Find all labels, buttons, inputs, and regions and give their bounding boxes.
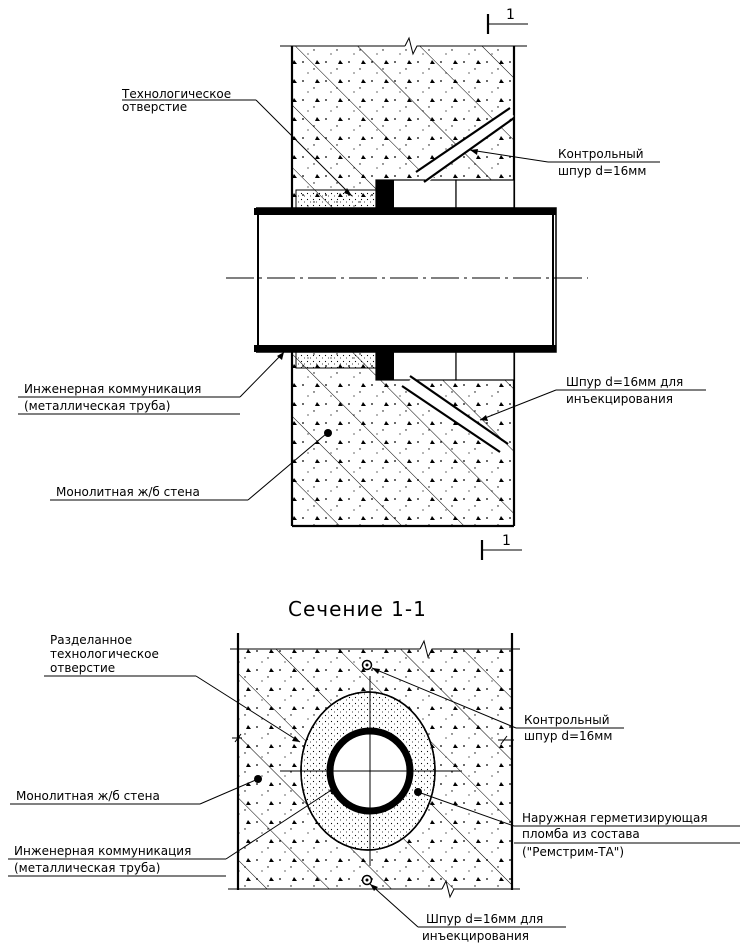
pipe-section-line1: Инженерная коммуникация [14, 844, 191, 858]
label-pipe-top: Инженерная коммуникация (металлическая т… [18, 351, 285, 415]
injection-bore-top-line2: инъекцирования [566, 392, 673, 406]
section-view: Сечение 1-1 [8, 597, 740, 943]
split-opening-line3: отверстие [50, 661, 115, 675]
label-outer-seal: Наружная герметизирующая пломба из соста… [414, 788, 740, 859]
pipe-top-line2: (металлическая труба) [24, 399, 170, 413]
pipe-top-line1: Инженерная коммуникация [24, 382, 201, 396]
label-injection-bore-top: Шпур d=16мм для инъекцирования [479, 375, 706, 421]
outer-seal-line3: ("Ремстрим-ТА") [522, 845, 624, 859]
wall-top-line1: Монолитная ж/б стена [56, 485, 200, 499]
label-wall-top: Монолитная ж/б стена [50, 429, 332, 501]
label-split-opening: Разделанное технологическое отверстие [44, 633, 301, 743]
injection-bore-section-line2: инъекцирования [422, 929, 529, 943]
label-injection-bore-section: Шпур d=16мм для инъекцирования [369, 883, 566, 943]
split-opening-line1: Разделанное [50, 633, 132, 647]
control-bore-top-line2: шпур d=16мм [558, 164, 646, 178]
split-opening-line2: технологическое [50, 647, 159, 661]
control-bore-channel-top [415, 107, 515, 183]
outer-seal-line1: Наружная герметизирующая [522, 811, 708, 825]
section-pipe [280, 676, 462, 866]
section-mark-bottom-label: 1 [502, 533, 511, 549]
pipe-side-view [226, 207, 588, 353]
section-mark-top: 1 [486, 7, 528, 34]
section-mark-top-label: 1 [506, 7, 515, 23]
control-bore-section-line2: шпур d=16мм [524, 729, 612, 743]
section-title: Сечение 1-1 [288, 597, 427, 621]
label-tech-opening: Технологическое отверстие [121, 87, 353, 197]
label-control-bore-section: Контрольный шпур d=16мм [371, 667, 624, 743]
top-view: 1 1 Технологическое отверстие Контрольны… [18, 7, 706, 560]
wall-section-line1: Монолитная ж/б стена [16, 789, 160, 803]
wall-lower [290, 351, 516, 528]
section-control-bore [361, 659, 373, 671]
wall-upper [280, 36, 527, 209]
label-wall-section: Монолитная ж/б стена [10, 775, 262, 805]
label-control-bore-top: Контрольный шпур d=16мм [469, 147, 660, 178]
label-pipe-section: Инженерная коммуникация (металлическая т… [8, 786, 337, 877]
section-mark-bottom: 1 [480, 533, 522, 560]
pipe-section-line2: (металлическая труба) [14, 861, 160, 875]
tech-opening-line2: отверстие [122, 100, 187, 114]
injection-bore-channel-top [401, 375, 509, 453]
injection-bore-section-line1: Шпур d=16мм для [426, 912, 543, 926]
tech-opening-line1: Технологическое [121, 87, 231, 101]
injection-bore-top-line1: Шпур d=16мм для [566, 375, 683, 389]
outer-seal-line2: пломба из состава [522, 827, 640, 841]
control-bore-top-line1: Контрольный [558, 147, 644, 161]
section-injection-bore [361, 874, 373, 886]
control-bore-section-line1: Контрольный [524, 713, 610, 727]
